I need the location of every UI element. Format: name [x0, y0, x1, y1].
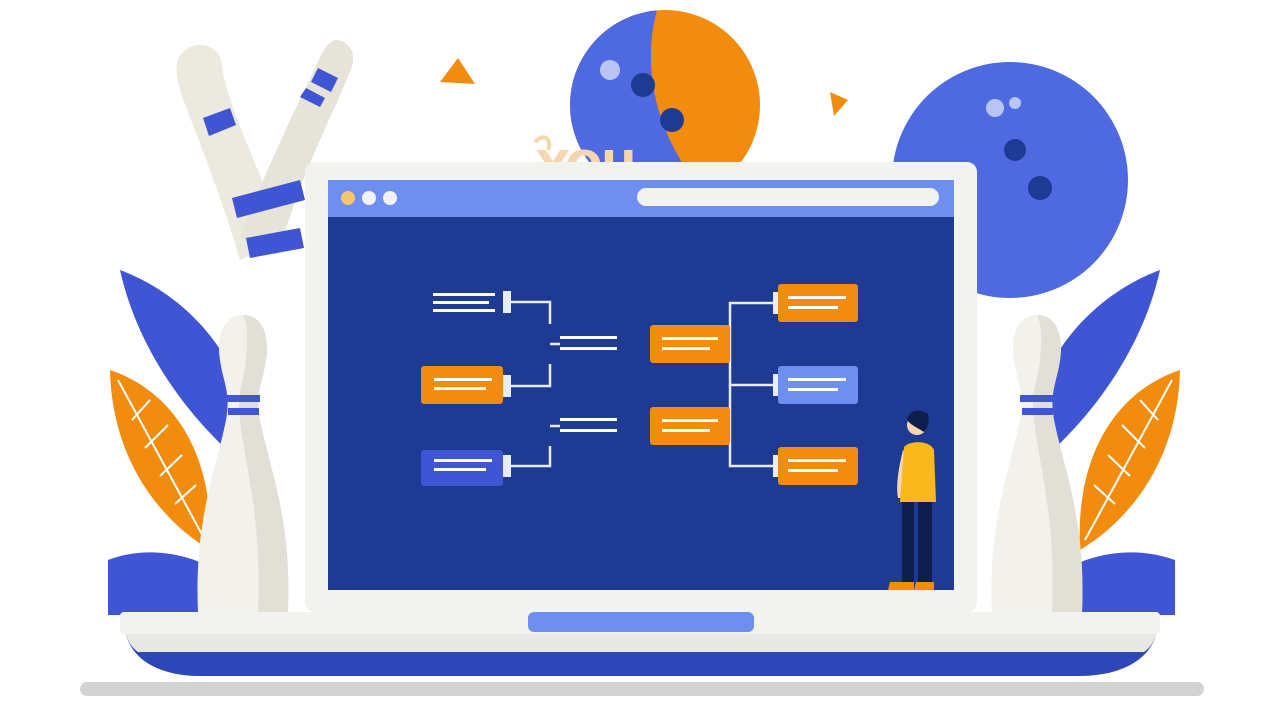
bracket-slot-round1-middle — [421, 366, 511, 404]
bracket-slot-round1-top — [433, 291, 511, 313]
bowling-pin-right — [991, 315, 1083, 612]
bracket-slot-round1-bottom — [421, 450, 511, 486]
laptop-trackpad-notch — [528, 612, 754, 632]
window-dot-white — [383, 191, 397, 205]
ground-shadow — [80, 682, 1204, 696]
person-figure — [888, 410, 936, 590]
bracket-slot-round3-top — [650, 325, 730, 363]
bracket-slot-round4-top — [773, 284, 858, 322]
bracket-slot-round2-bottom — [560, 418, 617, 432]
tournament-bracket — [421, 284, 858, 486]
triangle-orange-left — [440, 58, 475, 84]
bracket-slot-round4-bottom — [773, 447, 858, 485]
window-dot-white — [362, 191, 376, 205]
bowling-pins-crossed — [176, 40, 354, 260]
address-bar — [637, 188, 939, 206]
bracket-slot-round2-top — [560, 336, 617, 350]
bowling-pin-left — [197, 315, 289, 612]
bracket-slot-round4-middle — [773, 366, 858, 404]
window-dot-yellow — [341, 191, 355, 205]
laptop — [120, 162, 1160, 676]
triangle-orange-right — [830, 92, 848, 116]
bracket-slot-round3-bottom — [650, 407, 730, 445]
